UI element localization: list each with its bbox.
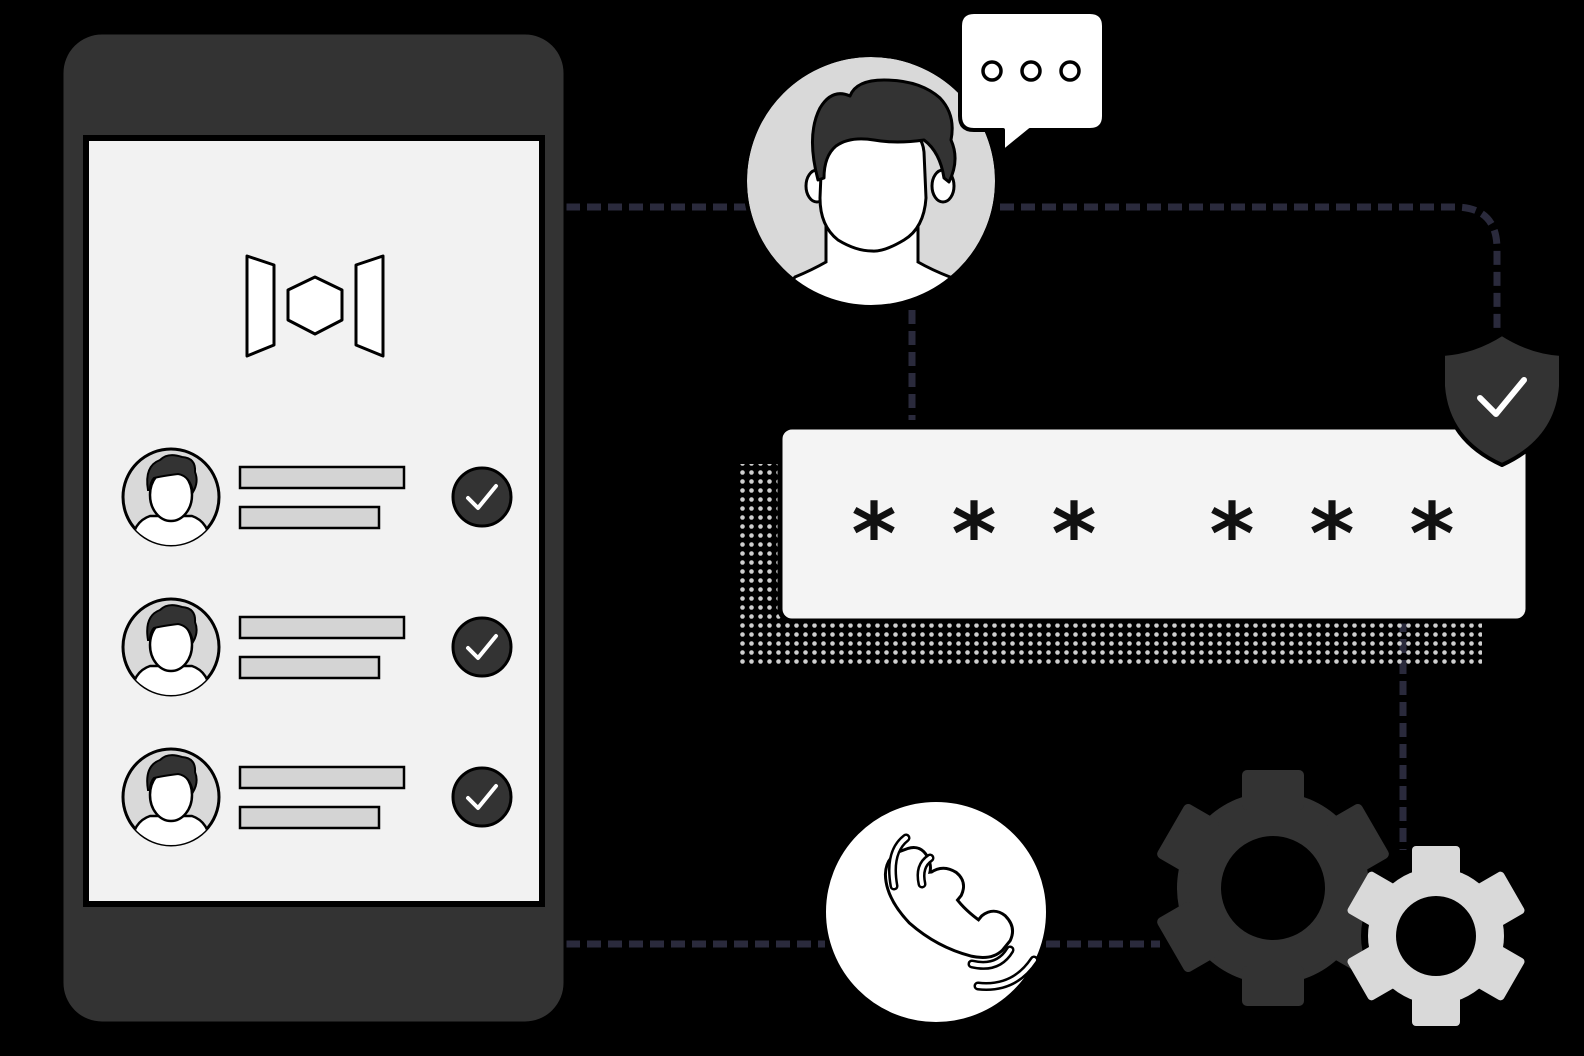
password-char: * — [1052, 485, 1097, 585]
password-char: * — [1210, 485, 1255, 585]
gear-light-icon — [1347, 846, 1525, 1026]
password-char: * — [952, 485, 997, 585]
gears-icon — [1157, 770, 1525, 1026]
contact-list — [121, 447, 513, 847]
shield-check-icon — [1441, 332, 1563, 467]
check-circle-icon — [451, 466, 513, 528]
contact-detail-placeholder — [238, 805, 381, 830]
contact-detail-placeholder — [238, 505, 381, 530]
user-avatar-icon — [121, 747, 221, 847]
password-char: * — [1310, 485, 1355, 585]
user-avatar-icon — [121, 447, 221, 547]
contact-name-placeholder — [238, 465, 406, 490]
contact-detail-placeholder — [238, 655, 381, 680]
user-avatar-icon — [743, 53, 999, 309]
password-field-box — [777, 424, 1531, 624]
speech-bubble-dots-icon — [958, 10, 1106, 154]
list-item — [121, 747, 513, 847]
user-avatar-icon — [121, 597, 221, 697]
password-char: * — [852, 485, 897, 585]
check-circle-icon — [451, 766, 513, 828]
phone-ringing-icon — [822, 798, 1050, 1026]
connector-user-to-shield — [1000, 203, 1501, 330]
password-char: * — [1410, 485, 1455, 585]
bracketed-hexagon-icon — [245, 254, 385, 358]
list-item — [121, 447, 513, 547]
contact-name-placeholder — [238, 615, 406, 640]
connector-lines — [566, 203, 1501, 948]
contact-name-placeholder — [238, 765, 406, 790]
check-circle-icon — [451, 616, 513, 678]
password-field: * * * * * * — [740, 424, 1531, 664]
smartphone — [60, 31, 567, 1025]
